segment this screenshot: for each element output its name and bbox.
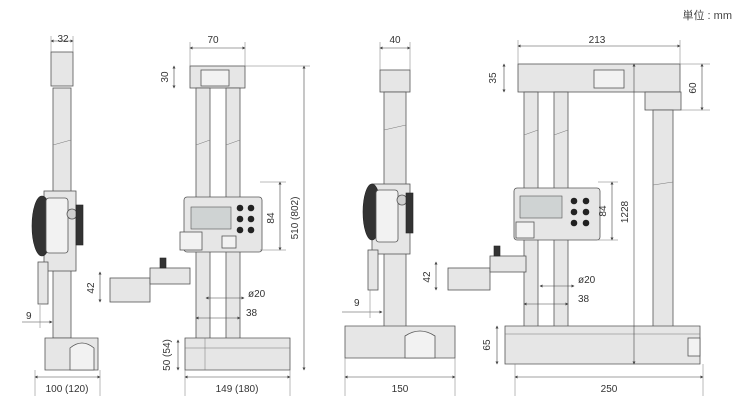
view-3-side: 40 9 150 (342, 35, 456, 396)
view2-display-height: 84 (266, 212, 277, 224)
view4-base-height: 65 (482, 339, 493, 351)
view3-top-width: 40 (389, 35, 401, 46)
view2-top-width: 70 (207, 35, 219, 46)
view2-scriber-dia: ø20 (248, 289, 266, 300)
view4-scriber-height: 42 (422, 271, 433, 283)
view3-base-width: 150 (392, 384, 409, 395)
view2-total-height: 510 (802) (290, 197, 301, 240)
view4-head-height: 35 (488, 72, 499, 84)
view2-column-gap: 38 (246, 308, 258, 319)
view-1-side: 32 9 100 (120) (22, 34, 101, 396)
view1-stem-offset: 9 (26, 311, 32, 322)
view1-top-width: 32 (57, 34, 69, 45)
unit-label: 単位 : mm (683, 8, 733, 22)
view4-total-height: 1228 (620, 200, 631, 223)
view2-base-width: 149 (180) (216, 384, 259, 395)
view-4-front: 213 35 60 84 1228 42 ø20 38 65 250 (422, 35, 710, 396)
view2-head-height: 30 (160, 71, 171, 83)
view2-base-height: 50 (54) (162, 339, 173, 371)
view3-stem-offset: 9 (354, 298, 360, 309)
view2-scriber-height: 42 (86, 282, 97, 294)
view4-column-gap: 38 (578, 294, 590, 305)
view4-side-height: 60 (688, 82, 699, 94)
view4-scriber-dia: ø20 (578, 275, 596, 286)
view1-base-width: 100 (120) (46, 384, 89, 395)
view4-top-width: 213 (589, 35, 606, 46)
view-2-front: 70 30 510 (802) 84 42 ø20 38 50 (54) 149… (86, 35, 310, 396)
view4-base-width: 250 (601, 384, 618, 395)
view4-display-height: 84 (598, 205, 609, 217)
